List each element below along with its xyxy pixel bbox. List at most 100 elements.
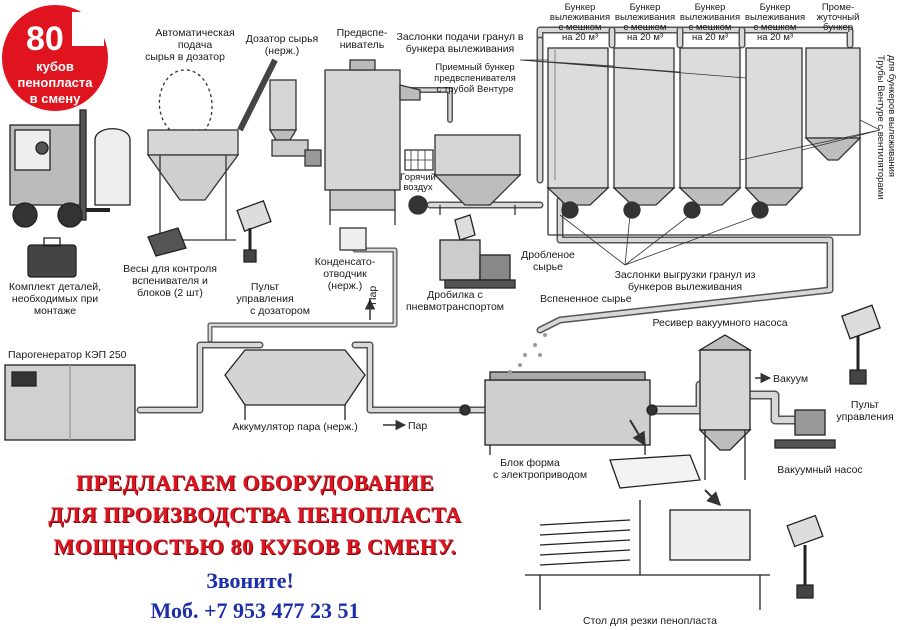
- label-condensate-2: отводчик: [323, 268, 367, 280]
- vacuum-pump: [774, 409, 836, 449]
- label-bunker-2-line-4: на 20 м³: [627, 32, 663, 43]
- label-foamed-raw: Вспененное сырье: [540, 293, 632, 305]
- badge-line-3: в смену: [30, 91, 82, 106]
- label-pre-expander-2: ниватель: [340, 39, 385, 51]
- label-parts-kit-1: Комплект деталей,: [9, 281, 101, 293]
- label-scales-3: блоков (2 шт): [137, 287, 203, 299]
- promo-line-1: ПРЕДЛАГАЕМ ОБОРУДОВАНИЕ: [75, 470, 435, 495]
- aging-bunker-2: [612, 47, 676, 219]
- promo-phone: Моб. +7 953 477 23 51: [150, 598, 360, 623]
- label-hot-air-2: воздух: [403, 182, 433, 193]
- raw-doser: [237, 58, 322, 167]
- label-hot-air-1: Горячий: [400, 172, 436, 183]
- label-bunker-4-line-1: Бункер: [760, 2, 791, 13]
- label-doser-panel-1: Пульт: [251, 281, 279, 293]
- label-venturi-line-2: для бункеров вылеживания: [886, 55, 897, 177]
- steam-generator: [4, 364, 136, 441]
- badge-number: 80: [26, 20, 64, 58]
- label-intermediate-line-3: бункер: [823, 22, 853, 33]
- promo-line-3: МОЩНОСТЬЮ 80 КУБОВ В СМЕНУ.: [53, 534, 457, 559]
- label-bunker-3: Бункер вылеживания с мешком на 20 м³: [680, 2, 740, 43]
- label-block-mold-2: с электроприводом: [493, 469, 587, 481]
- badge-white-corner: [72, 12, 104, 46]
- doser-panel-icon: [236, 200, 272, 263]
- label-crusher-2: пневмотранспортом: [406, 301, 504, 313]
- label-bunker-3-line-4: на 20 м³: [692, 32, 728, 43]
- output-arrow-1: [629, 419, 646, 447]
- aging-bunkers: [546, 47, 862, 236]
- label-valves-feed-1: Заслонки подачи гранул в: [397, 31, 524, 43]
- label-crusher-1: Дробилка с: [427, 289, 483, 301]
- label-bunker-2: Бункер вылеживания с мешком на 20 м³: [615, 2, 675, 43]
- vacuum-pipe: [645, 380, 705, 415]
- pre-expander: [324, 59, 421, 251]
- bunker-support-frame: [547, 138, 861, 236]
- promo-call: Звоните!: [206, 568, 294, 593]
- steam-pipe-to-mold: [351, 341, 489, 414]
- vacuum-receiver: [697, 334, 753, 480]
- intermediate-bunker: [804, 47, 862, 161]
- promo-line-2: ДЛЯ ПРОИЗВОДСТВА ПЕНОПЛАСТА: [48, 502, 462, 527]
- label-valves-unload-1: Заслонки выгрузки гранул из: [615, 269, 756, 281]
- label-vacuum-pump: Вакуумный насос: [777, 464, 862, 476]
- label-bunker-1-line-2: вылеживания: [550, 12, 610, 23]
- label-bunker-4-line-2: вылеживания: [745, 12, 805, 23]
- label-receiving-bunker-1: Приемный бункер: [435, 62, 514, 73]
- foam-block-output: [609, 454, 701, 489]
- label-steam-vertical: Пар: [367, 286, 379, 305]
- control-panel-icon: [841, 304, 881, 385]
- label-steam-accumulator: Аккумулятор пара (нерж.): [232, 421, 357, 433]
- label-bunker-2-line-2: вылеживания: [615, 12, 675, 23]
- label-condensate-1: Конденсато-: [315, 256, 376, 268]
- fan-icon: [408, 195, 428, 215]
- big-bag-outline: [158, 69, 213, 131]
- label-control-panel-1: Пульт: [851, 399, 879, 411]
- label-intermediate-line-1: Проме-: [822, 2, 854, 13]
- label-vacuum: Вакуум: [773, 373, 808, 385]
- label-crushed-raw-2: сырье: [533, 261, 563, 273]
- label-bunker-2-line-3: с мешком: [624, 22, 667, 33]
- label-cutting-table: Стол для резки пенопласта: [583, 615, 717, 627]
- capacity-badge: 80 кубов пенопласта в смену: [0, 3, 110, 113]
- label-parts-kit-3: монтаже: [34, 305, 76, 317]
- label-bunker-1-line-1: Бункер: [565, 2, 596, 13]
- label-condensate-3: (нерж.): [328, 280, 362, 292]
- mold-steam-valve: [459, 404, 471, 416]
- label-bunker-3-line-1: Бункер: [695, 2, 726, 13]
- scales-icon: [147, 227, 187, 257]
- label-doser-panel-3: с дозатором: [250, 305, 310, 317]
- crusher: [439, 214, 516, 289]
- collector-pipe: [536, 196, 834, 334]
- aging-bunker-1: [546, 47, 610, 219]
- label-valves-feed-2: бункера вылеживания: [406, 43, 515, 55]
- label-auto-feed-2: подача: [178, 39, 213, 51]
- label-pre-expander-1: Предвспе-: [337, 27, 388, 39]
- cutting-panel-icon: [786, 514, 824, 599]
- label-intermediate-line-2: жуточный: [817, 12, 860, 23]
- label-auto-feed-3: сырья в дозатор: [145, 51, 225, 63]
- label-doser-1: Дозатор сырья: [246, 33, 318, 45]
- label-control-panel-2: управления: [836, 411, 893, 423]
- output-arrow-2: [704, 489, 721, 506]
- label-scales-1: Весы для контроля: [123, 263, 217, 275]
- mold-vacuum-valve: [646, 404, 658, 416]
- forklift-icon: [9, 109, 131, 228]
- briefcase-icon: [27, 237, 77, 278]
- aging-bunker-3: [678, 47, 742, 219]
- label-steam-horizontal: Пар: [408, 420, 427, 432]
- label-valves-unload-2: бункеров вылеживания: [628, 281, 742, 293]
- label-steam-generator: Парогенератор КЭП 250: [8, 349, 127, 361]
- label-intermediate-bunker: Проме- жуточный бункер: [817, 2, 860, 33]
- label-vacuum-receiver: Ресивер вакуумного насоса: [652, 317, 787, 329]
- aging-bunker-4: [744, 47, 804, 219]
- cutting-table: [525, 500, 770, 610]
- receiving-bunker: [404, 134, 522, 215]
- label-venturi-line-1: Трубы Вентуре с вентиляторами: [875, 55, 886, 200]
- diagram-labels: Автоматическая подача сырья в дозатор До…: [8, 2, 897, 627]
- label-doser-2: (нерж.): [265, 45, 299, 57]
- auto-feed-hopper: [146, 69, 240, 241]
- label-auto-feed-1: Автоматическая: [155, 27, 234, 39]
- label-bunker-4-line-3: с мешком: [754, 22, 797, 33]
